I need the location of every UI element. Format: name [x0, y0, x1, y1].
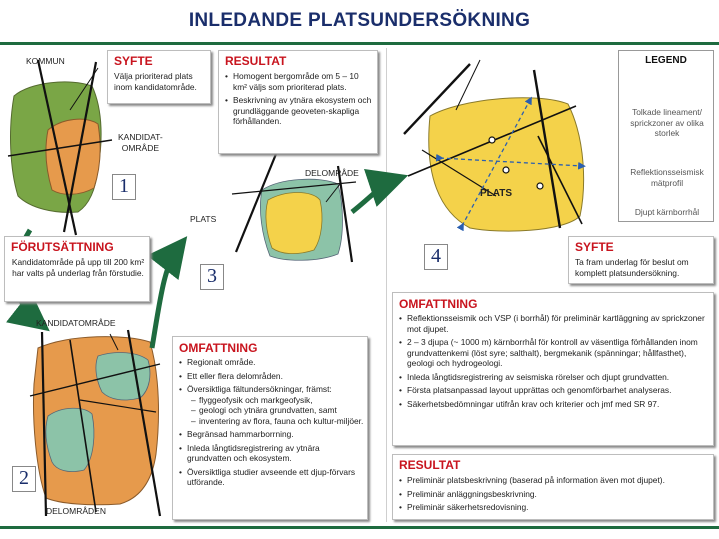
map-3 — [231, 153, 357, 263]
borehole-1 — [488, 136, 496, 144]
forutsattning-heading: FÖRUTSÄTTNING — [11, 240, 114, 254]
syfte-heading-1: SYFTE — [114, 54, 153, 68]
omfattning-box-2: OMFATTNING Reflektionsseismik och VSP (i… — [392, 292, 714, 446]
syfte-heading-2: SYFTE — [575, 240, 614, 254]
seismic-profile-2 — [435, 153, 586, 170]
borehole-2 — [502, 166, 510, 174]
pointer-delomrade — [325, 183, 341, 203]
legend-box: LEGEND Tolkade lineament/ sprickzoner av… — [618, 50, 714, 222]
lineament-2a — [40, 331, 48, 517]
omfattning-item: Begränsad hammarborrning. — [179, 429, 365, 440]
step-number-1: 1 — [112, 174, 136, 200]
lineament-3c — [231, 181, 357, 195]
label-delomrade: DELOMRÅDE — [305, 168, 359, 178]
label-plats: PLATS — [190, 214, 217, 224]
omfattning-item: Inleda långtidsregistrering av ytnära gr… — [179, 443, 365, 464]
label-kommun: KOMMUN — [26, 56, 65, 66]
syfte-text-1: Välja prioriterad plats inom kandidatomr… — [114, 71, 197, 92]
forutsattning-text: Kandidatområde på upp till 200 km² har v… — [11, 257, 145, 278]
label-delomraden: DELOMRÅDEN — [46, 506, 106, 516]
map-4 — [403, 59, 586, 232]
label-plats-4: PLATS — [480, 188, 513, 199]
omfattning-item: Reflektionsseismik och VSP (i borrhål) f… — [399, 313, 709, 334]
lineament-2 — [62, 61, 98, 233]
syfte-box-2: SYFTE Ta fram underlag för beslut om kom… — [568, 236, 714, 284]
delomrade-a — [95, 352, 151, 401]
resultat-item: Preliminär säkerhetsredovisning. — [399, 502, 709, 513]
omfattning-item: Översiktliga fältundersökningar, främst: — [179, 384, 365, 395]
pointer-kandidat — [109, 333, 119, 351]
omfattning-item: Regionalt område. — [179, 357, 365, 368]
legend-lineament-text: Tolkade lineament/ sprickzoner av olika … — [630, 107, 704, 138]
resultat-item: Beskrivning av ytnära ekosystem och grun… — [225, 95, 373, 127]
legend-heading: LEGEND — [645, 55, 687, 66]
omfattning-heading-2: OMFATTNING — [399, 297, 478, 311]
omfattning-item: Inleda långtidsregistrering av seismiska… — [399, 372, 709, 383]
page-title: INLEDANDE PLATSUNDERSÖKNING — [188, 10, 531, 31]
flow-arrow-3-4 — [350, 168, 409, 214]
map-2 — [29, 329, 162, 517]
omfattning-item: 2 – 3 djupa (~ 1000 m) kärnborrhål för k… — [399, 337, 709, 369]
lineament-2e — [79, 399, 157, 413]
omfattning-heading-1: OMFATTNING — [179, 341, 258, 355]
omfattning-subitem: inventering av flora, fauna och kultur-m… — [191, 416, 365, 427]
omfattning-subitem: flyggeofysik och markgeofysik, — [191, 395, 365, 406]
omfattning-item: Första platsanpassad layout upprättas oc… — [399, 385, 709, 396]
forutsattning-box: FÖRUTSÄTTNING Kandidatområde på upp till… — [4, 236, 150, 302]
lineament-4e — [537, 135, 583, 225]
step-number-3: 3 — [200, 264, 224, 290]
lineament-2b — [126, 329, 162, 517]
omfattning-list-2: Reflektionsseismik och VSP (i borrhål) f… — [399, 313, 709, 412]
resultat-item: Homogent bergområde om 5 – 10 km² väljs … — [225, 71, 373, 92]
step-number-2: 2 — [12, 466, 36, 492]
legend-seismic-text: Reflektionsseismisk mätprofil — [630, 167, 704, 188]
lineament-2c — [69, 339, 97, 513]
resultat-heading-2: RESULTAT — [399, 458, 461, 472]
map-1 — [7, 59, 113, 236]
omfattning-subitem: geologi och ytnära grundvatten, samt — [191, 405, 365, 416]
lineament-3 — [7, 139, 113, 157]
omfattning-item: Ett eller flera delområden. — [179, 371, 365, 382]
lineament-3a — [234, 153, 278, 253]
lineament-4a — [403, 63, 471, 135]
resultat-heading-1: RESULTAT — [225, 54, 287, 68]
omfattning-item: Säkerhetsbedömningar utifrån krav och kr… — [399, 399, 709, 410]
lineament-2d — [29, 363, 161, 397]
column-divider — [386, 48, 387, 522]
flow-arrow-2-3 — [146, 236, 188, 349]
syfte-text-2: Ta fram underlag för beslut om komplett … — [575, 257, 689, 278]
lineament-4b — [532, 69, 562, 229]
resultat-item: Preliminär platsbeskrivning (baserad på … — [399, 475, 709, 486]
omfattning-item: Översiktliga studier avseende ett djup-f… — [179, 467, 365, 488]
delomrade-b — [45, 407, 95, 472]
omfattning-box-1: OMFATTNING Regionalt område. Ett eller f… — [172, 336, 368, 520]
resultat-list-1: Homogent bergområde om 5 – 10 km² väljs … — [225, 71, 373, 130]
lineament-3b — [336, 165, 354, 263]
plats-area — [265, 192, 323, 254]
label-kandidatomrade: KANDIDAT- OMRÅDE — [118, 132, 163, 153]
bottom-divider — [0, 526, 719, 529]
borehole-3 — [536, 182, 544, 190]
syfte-box-1: SYFTE Välja prioriterad plats inom kandi… — [107, 50, 211, 104]
resultat-box-1: RESULTAT Homogent bergområde om 5 – 10 k… — [218, 50, 378, 154]
resultat-item: Preliminär anläggningsbeskrivning. — [399, 489, 709, 500]
step-number-4: 4 — [424, 244, 448, 270]
label-kandidatomrade-big: KANDIDATOMRÅDE — [36, 318, 116, 328]
resultat-list-2: Preliminär platsbeskrivning (baserad på … — [399, 475, 709, 516]
pointer-kommun — [69, 67, 99, 111]
legend-borehole-text: Djupt kärnborrhål — [634, 207, 700, 217]
resultat-box-2: RESULTAT Preliminär platsbeskrivning (ba… — [392, 454, 714, 520]
top-divider — [0, 42, 719, 45]
omfattning-list-1: Regionalt område. Ett eller flera delomr… — [179, 357, 365, 491]
